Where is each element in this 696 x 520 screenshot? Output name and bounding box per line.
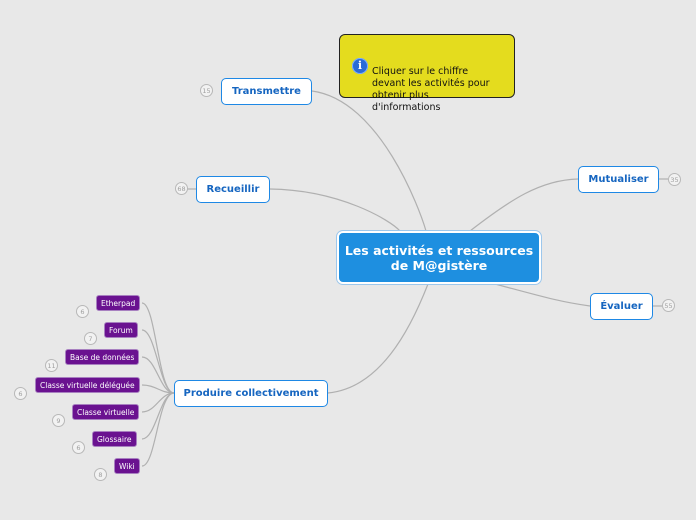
branch-evaluer[interactable]: Évaluer xyxy=(590,293,653,320)
subtopic-glossaire[interactable]: Glossaire xyxy=(92,431,137,447)
branch-recueillir[interactable]: Recueillir xyxy=(196,176,270,203)
central-topic[interactable]: Les activités et ressources de M@gistère xyxy=(337,231,541,284)
badge-classe-virtuelle[interactable]: 9 xyxy=(52,414,65,427)
branch-transmettre[interactable]: Transmettre xyxy=(221,78,312,105)
subtopic-wiki[interactable]: Wiki xyxy=(114,458,140,474)
connector-transmettre xyxy=(311,90,427,232)
connector-produire xyxy=(327,283,429,394)
badge-forum[interactable]: 7 xyxy=(84,332,97,345)
badge-evaluer[interactable]: 55 xyxy=(662,299,675,312)
connector-wiki xyxy=(141,392,175,467)
connector-base-donnees xyxy=(141,356,175,394)
connector-mutualiser xyxy=(469,178,579,232)
info-note: i Cliquer sur le chiffre devant les acti… xyxy=(339,34,515,113)
branch-mutualiser[interactable]: Mutualiser xyxy=(578,166,659,193)
badge-recueillir[interactable]: 68 xyxy=(175,182,188,195)
info-icon: i xyxy=(352,58,368,74)
badge-transmettre[interactable]: 15 xyxy=(200,84,213,97)
badge-etherpad[interactable]: 6 xyxy=(76,305,89,318)
subtopic-base-de-donnees[interactable]: Base de données xyxy=(65,349,140,365)
badge-mutualiser[interactable]: 35 xyxy=(668,173,681,186)
info-note-text: Cliquer sur le chiffre devant les activi… xyxy=(372,66,490,113)
subtopic-classe-virtuelle-deleguee[interactable]: Classe virtuelle déléguée xyxy=(35,377,140,393)
connector-forum xyxy=(141,329,175,394)
badge-wiki[interactable]: 8 xyxy=(94,468,107,481)
subtopic-classe-virtuelle[interactable]: Classe virtuelle xyxy=(72,404,140,420)
subtopic-forum[interactable]: Forum xyxy=(104,322,138,338)
connector-glossaire xyxy=(141,392,175,440)
subtopic-etherpad[interactable]: Etherpad xyxy=(96,295,141,311)
badge-classe-virtuelle-deleguee[interactable]: 6 xyxy=(14,387,27,400)
badge-base-de-donnees[interactable]: 11 xyxy=(45,359,58,372)
badge-glossaire[interactable]: 6 xyxy=(72,441,85,454)
connector-etherpad xyxy=(141,302,175,394)
connector-evaluer xyxy=(494,283,591,307)
connector-recueillir xyxy=(269,188,401,232)
branch-produire-collectivement[interactable]: Produire collectivement xyxy=(174,380,328,407)
